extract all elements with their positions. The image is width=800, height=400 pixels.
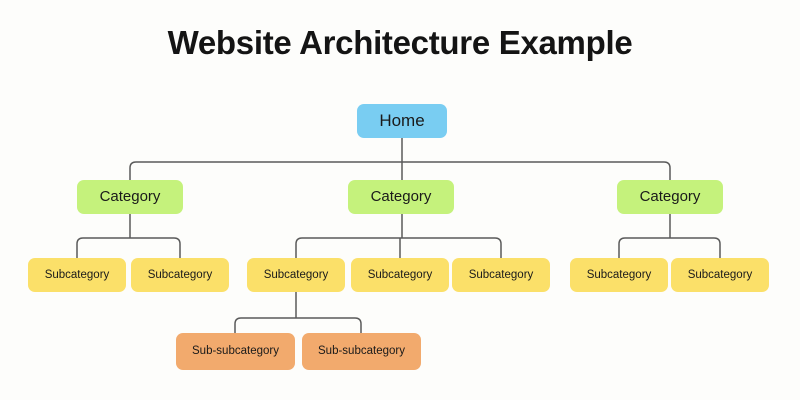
node-subcategory-2-1[interactable]: Subcategory [247,258,345,292]
connector-cat2-bus [295,237,502,258]
node-category-3[interactable]: Category [617,180,723,214]
node-subcategory-3-1[interactable]: Subcategory [570,258,668,292]
connector-cat3-bus [618,237,721,258]
connector-cat1-bus [76,237,181,258]
connector-sub21-bus [234,317,362,333]
page-title: Website Architecture Example [167,24,633,61]
node-subcategory-2-3[interactable]: Subcategory [452,258,550,292]
node-category-1[interactable]: Category [77,180,183,214]
node-subcategory-2-2[interactable]: Subcategory [351,258,449,292]
node-subcategory-1-2[interactable]: Subcategory [131,258,229,292]
node-home[interactable]: Home [357,104,447,138]
node-subsubcategory-2[interactable]: Sub-subcategory [302,333,421,370]
node-subcategory-3-2[interactable]: Subcategory [671,258,769,292]
node-category-2[interactable]: Category [348,180,454,214]
node-subcategory-1-1[interactable]: Subcategory [28,258,126,292]
node-subsubcategory-1[interactable]: Sub-subcategory [176,333,295,370]
connector-bus-categories [129,161,671,180]
